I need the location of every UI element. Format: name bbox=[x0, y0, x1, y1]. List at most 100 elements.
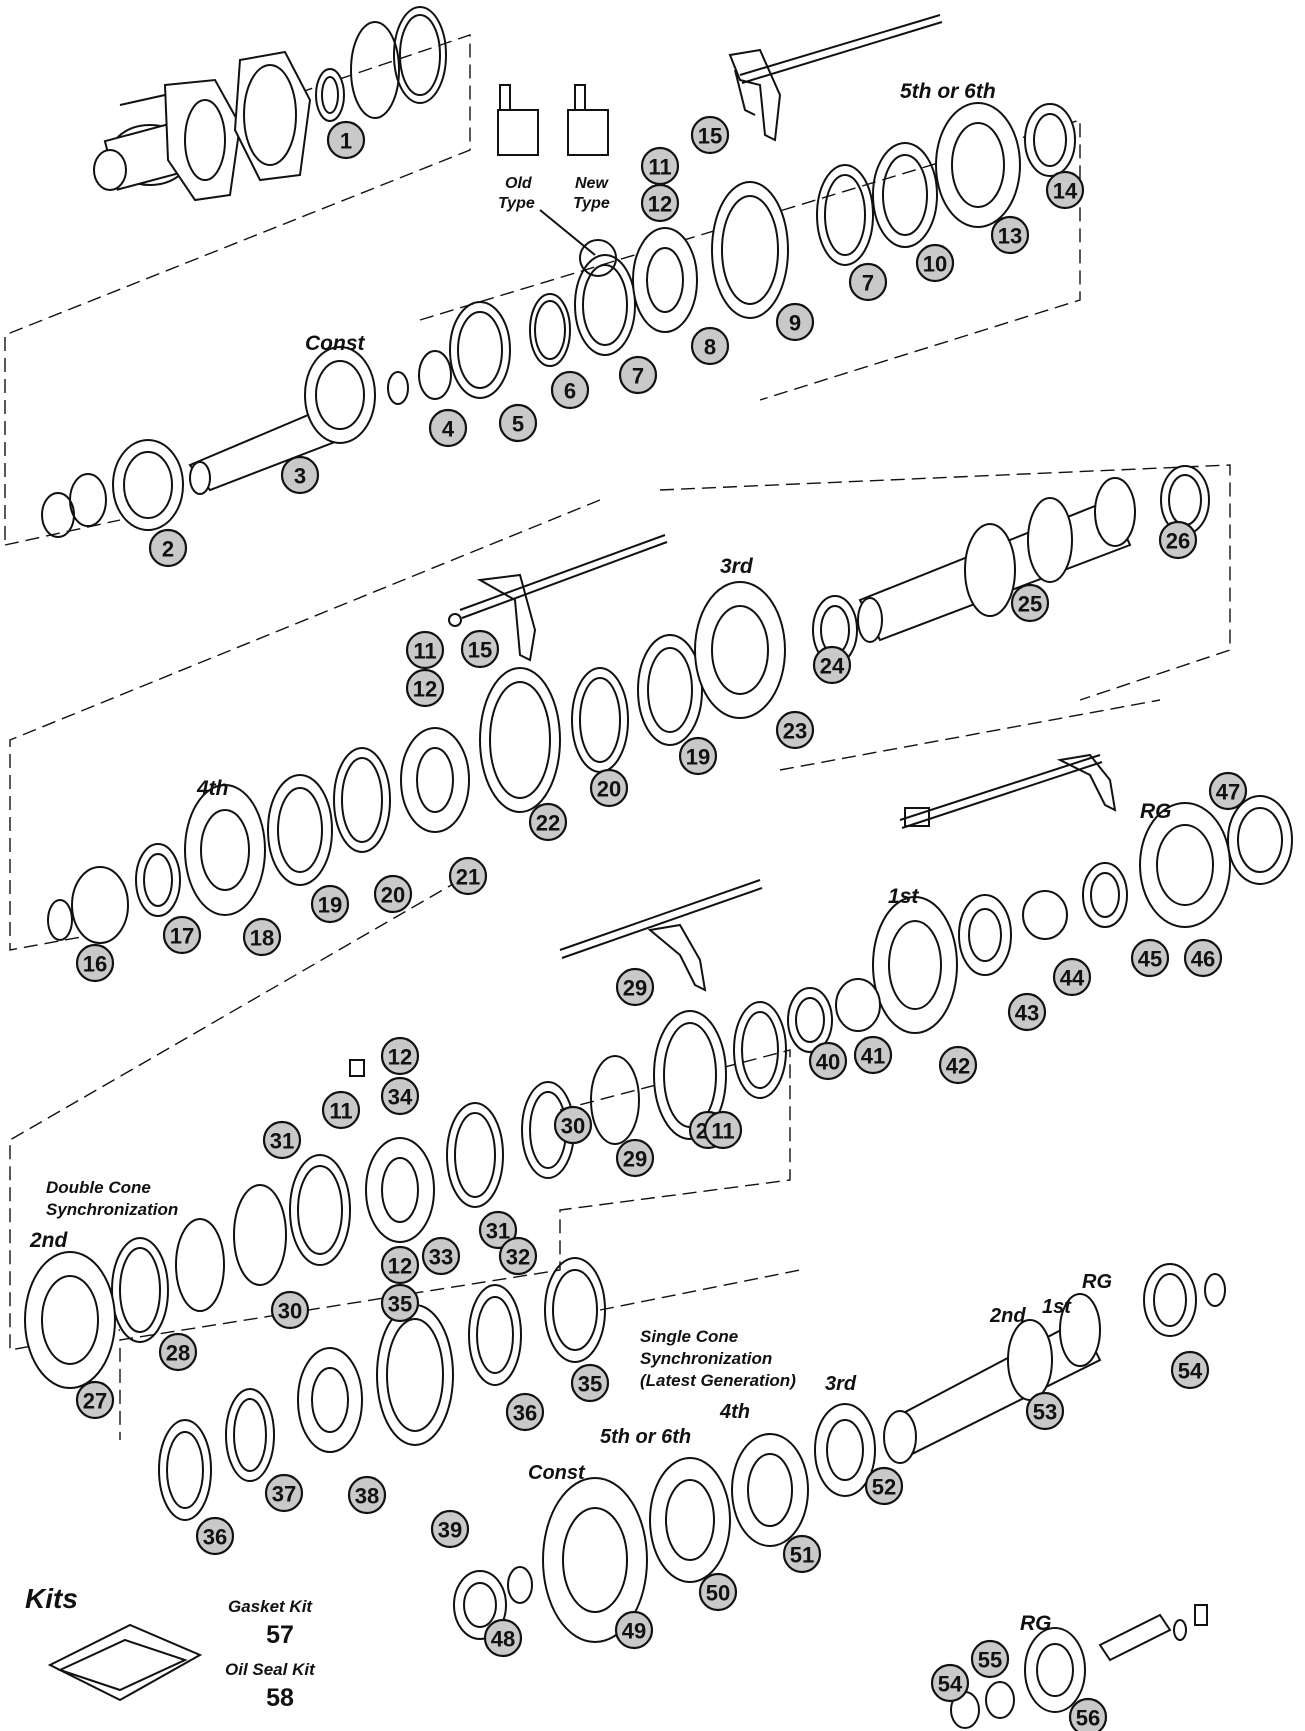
label-5th-6th-top: 5th or 6th bbox=[900, 80, 996, 103]
callout-number: 11 bbox=[329, 1099, 352, 1124]
callout-circle bbox=[75, 943, 115, 983]
callout-14: 14 bbox=[1045, 170, 1085, 210]
callout-number: 21 bbox=[456, 865, 480, 890]
callout-55: 55 bbox=[970, 1639, 1010, 1679]
callout-circle bbox=[690, 115, 730, 155]
callout-39: 39 bbox=[430, 1509, 470, 1549]
input-shaft bbox=[41, 346, 376, 538]
callout-circle bbox=[808, 1041, 848, 1081]
callout-22: 22 bbox=[528, 802, 568, 842]
callout-number: 6 bbox=[564, 379, 576, 404]
callout-number: 20 bbox=[381, 883, 405, 908]
input-housing bbox=[93, 6, 447, 202]
callout-number: 36 bbox=[513, 1401, 537, 1426]
callout-11: 11 bbox=[703, 1110, 743, 1150]
callout-number: 35 bbox=[578, 1372, 602, 1397]
callout-number: 35 bbox=[388, 1292, 412, 1317]
callout-circle bbox=[864, 1466, 904, 1506]
callout-27: 27 bbox=[75, 1380, 115, 1420]
callout-9: 9 bbox=[775, 302, 815, 342]
label-double-cone-1: Double Cone bbox=[46, 1178, 151, 1197]
callout-circle bbox=[195, 1516, 235, 1556]
callout-circle bbox=[528, 802, 568, 842]
callout-38: 38 bbox=[347, 1475, 387, 1515]
callout-18: 18 bbox=[242, 917, 282, 957]
callout-31: 31 bbox=[478, 1210, 518, 1250]
callout-circle bbox=[690, 326, 730, 366]
callout-34: 34 bbox=[380, 1076, 420, 1116]
callout-circle bbox=[380, 1245, 420, 1285]
callout-number: 53 bbox=[1033, 1400, 1057, 1425]
callout-circle bbox=[505, 1392, 545, 1432]
shift-fork-mid bbox=[448, 534, 668, 662]
callout-number: 40 bbox=[816, 1050, 840, 1075]
callout-circle bbox=[421, 1236, 461, 1276]
callout-number: 12 bbox=[648, 192, 672, 217]
label-rg-shaft: RG bbox=[1082, 1271, 1112, 1293]
callout-4: 4 bbox=[428, 408, 468, 448]
callout-circle bbox=[1208, 771, 1248, 811]
label-new: New bbox=[575, 175, 609, 192]
label-rg-mid: RG bbox=[1140, 800, 1172, 823]
callout-number: 14 bbox=[1053, 179, 1078, 204]
callout-26: 26 bbox=[1158, 520, 1198, 560]
callout-number: 8 bbox=[704, 335, 716, 360]
label-const-bottom: Const bbox=[528, 1462, 586, 1484]
callout-number: 12 bbox=[388, 1254, 412, 1279]
callout-number: 16 bbox=[83, 952, 107, 977]
callout-number: 4 bbox=[442, 417, 455, 442]
callout-circle bbox=[75, 1380, 115, 1420]
callout-3: 3 bbox=[280, 455, 320, 495]
shift-fork-rg bbox=[899, 753, 1117, 829]
callout-circle bbox=[782, 1534, 822, 1574]
callout-12: 12 bbox=[380, 1036, 420, 1076]
callout-number: 10 bbox=[923, 252, 947, 277]
callout-circle bbox=[148, 528, 188, 568]
callout-number: 54 bbox=[938, 1672, 963, 1697]
callout-circle bbox=[853, 1035, 893, 1075]
callout-circle bbox=[775, 710, 815, 750]
callout-number: 11 bbox=[413, 639, 436, 664]
callout-circle bbox=[162, 915, 202, 955]
callout-36: 36 bbox=[195, 1516, 235, 1556]
callout-number: 11 bbox=[711, 1119, 734, 1144]
callout-29: 29 bbox=[615, 1138, 655, 1178]
callout-number: 23 bbox=[783, 719, 807, 744]
label-1st-shaft: 1st bbox=[1042, 1296, 1072, 1318]
callout-circle bbox=[405, 630, 445, 670]
callout-circle bbox=[1007, 992, 1047, 1032]
callout-circle bbox=[428, 408, 468, 448]
countershaft bbox=[883, 1263, 1226, 1464]
gear-labels: 5th or 6th Const Old Type New Type 3rd 4… bbox=[29, 80, 1172, 1635]
callout-circle bbox=[1158, 520, 1198, 560]
callout-48: 48 bbox=[483, 1618, 523, 1658]
callout-number: 31 bbox=[486, 1219, 510, 1244]
callout-28: 28 bbox=[158, 1332, 198, 1372]
callout-20: 20 bbox=[589, 768, 629, 808]
label-single-cone-3: (Latest Generation) bbox=[640, 1371, 796, 1390]
label-4th-bottom: 4th bbox=[719, 1401, 750, 1423]
callout-23: 23 bbox=[775, 710, 815, 750]
callout-circle bbox=[1045, 170, 1085, 210]
callout-43: 43 bbox=[1007, 992, 1047, 1032]
callout-54: 54 bbox=[1170, 1350, 1210, 1390]
callout-circle bbox=[990, 215, 1030, 255]
shift-fork-top bbox=[728, 14, 943, 142]
callout-number: 5 bbox=[512, 412, 524, 437]
callout-circle bbox=[1025, 1391, 1065, 1431]
single-cone-row bbox=[158, 1257, 606, 1521]
gasket-kit-number: 57 bbox=[266, 1621, 294, 1649]
callout-53: 53 bbox=[1025, 1391, 1065, 1431]
callout-circle bbox=[262, 1120, 302, 1160]
callout-circle bbox=[448, 856, 488, 896]
callout-number: 32 bbox=[506, 1245, 530, 1270]
callout-circle bbox=[1068, 1697, 1108, 1731]
callout-circle bbox=[280, 455, 320, 495]
callout-37: 37 bbox=[264, 1473, 304, 1513]
callout-circle bbox=[570, 1363, 610, 1403]
label-3rd-shaft: 3rd bbox=[825, 1373, 857, 1395]
callout-11: 11 bbox=[640, 146, 680, 186]
callout-circle bbox=[615, 967, 655, 1007]
callout-33: 33 bbox=[421, 1236, 461, 1276]
